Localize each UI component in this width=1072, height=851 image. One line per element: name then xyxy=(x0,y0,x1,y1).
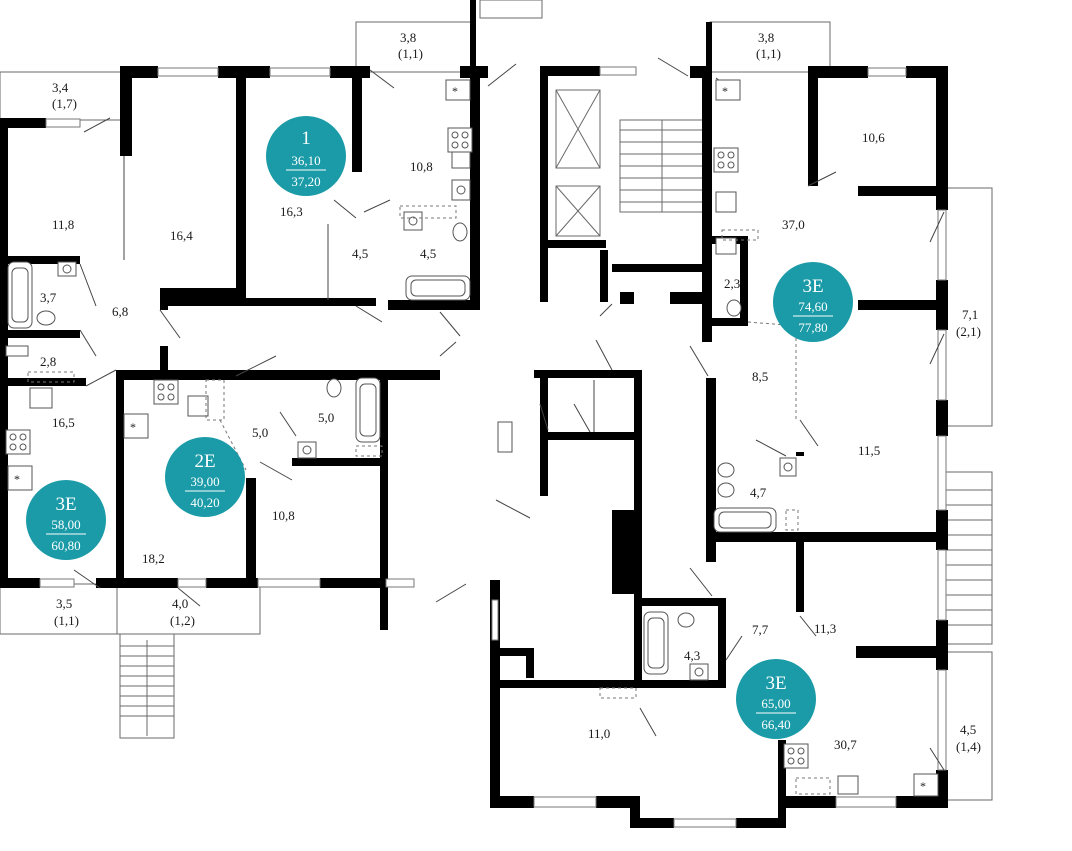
room-area: (1,1) xyxy=(756,46,781,61)
apartment-total-area: 77,80 xyxy=(798,320,827,335)
room-area: 3,7 xyxy=(40,290,57,305)
apartment-type: 3E xyxy=(802,276,823,297)
svg-text:*: * xyxy=(14,472,20,486)
room-area: (1,2) xyxy=(170,613,195,628)
room-area: 2,8 xyxy=(40,354,56,369)
room-area: 5,0 xyxy=(252,425,268,440)
room-area: 4,3 xyxy=(684,648,700,663)
apartment-living-area: 58,00 xyxy=(51,517,80,532)
room-area: 11,5 xyxy=(858,443,880,458)
svg-text:*: * xyxy=(452,84,458,98)
room-area: 18,2 xyxy=(142,551,165,566)
walls xyxy=(0,0,948,828)
ventilation-icon: * * * * * xyxy=(7,79,939,797)
apartment-living-area: 74,60 xyxy=(798,299,827,314)
room-area: (1,1) xyxy=(398,46,423,61)
room-area: 3,8 xyxy=(758,30,774,45)
room-area: 16,3 xyxy=(280,204,303,219)
svg-text:*: * xyxy=(722,84,728,98)
room-area: 5,0 xyxy=(318,410,334,425)
bathtub-icon xyxy=(7,261,777,675)
apartment-living-area: 36,10 xyxy=(291,153,320,168)
room-area: 7,7 xyxy=(752,622,769,637)
apartment-living-area: 39,00 xyxy=(190,474,219,489)
room-area: (1,4) xyxy=(956,739,981,754)
room-area: 11,3 xyxy=(814,621,836,636)
room-area: 3,4 xyxy=(52,80,69,95)
svg-text:*: * xyxy=(130,420,136,434)
room-area: 7,1 xyxy=(962,307,978,322)
room-area: 2,3 xyxy=(724,276,740,291)
room-area: 4,5 xyxy=(420,246,436,261)
room-area: (1,1) xyxy=(54,613,79,628)
apartment-badge[interactable]: 1 36,10 37,20 xyxy=(266,116,346,196)
svg-text:*: * xyxy=(920,779,926,793)
sink-icon xyxy=(5,149,859,795)
apartment-type: 3E xyxy=(55,494,76,515)
apartment-badge[interactable]: 3E 58,00 60,80 xyxy=(26,480,106,560)
room-area: 4,5 xyxy=(960,722,976,737)
room-area: 11,0 xyxy=(588,726,610,741)
apartment-total-area: 37,20 xyxy=(291,174,320,189)
room-area: (2,1) xyxy=(956,324,981,339)
windows xyxy=(39,66,947,828)
room-area: 37,0 xyxy=(782,217,805,232)
room-area: 6,8 xyxy=(112,304,128,319)
room-area: 3,8 xyxy=(400,30,416,45)
room-area: (1,7) xyxy=(52,96,77,111)
room-area: 3,5 xyxy=(56,596,72,611)
room-area: 10,8 xyxy=(272,508,295,523)
elevator-icon xyxy=(555,89,601,237)
room-area: 4,0 xyxy=(172,596,188,611)
apartment-living-area: 65,00 xyxy=(761,696,790,711)
stairwell xyxy=(619,119,707,213)
room-area: 8,5 xyxy=(752,369,768,384)
apartment-type: 1 xyxy=(301,128,311,149)
room-area: 4,5 xyxy=(352,246,368,261)
room-area: 4,7 xyxy=(750,485,767,500)
apartment-total-area: 60,80 xyxy=(51,538,80,553)
toilet-icon xyxy=(36,222,742,628)
room-area: 11,8 xyxy=(52,217,74,232)
room-area: 16,4 xyxy=(170,228,193,243)
room-labels: 3,4 (1,7) 3,8 (1,1) 3,8 (1,1) 11,8 16,4 … xyxy=(40,30,981,754)
stove-icon xyxy=(5,127,809,769)
apartment-total-area: 66,40 xyxy=(761,717,790,732)
room-area: 10,6 xyxy=(862,130,885,145)
room-area: 10,8 xyxy=(410,159,433,174)
room-area: 30,7 xyxy=(834,737,857,752)
apartment-type: 2E xyxy=(194,451,215,472)
stairs-icon xyxy=(119,471,993,739)
apartment-badge[interactable]: 2E 39,00 40,20 xyxy=(165,437,245,517)
room-area: 16,5 xyxy=(52,415,75,430)
apartment-badge[interactable]: 3E 65,00 66,40 xyxy=(736,659,816,739)
fixture-dashes xyxy=(27,205,831,795)
apartment-total-area: 40,20 xyxy=(190,495,219,510)
apartment-type: 3E xyxy=(765,673,786,694)
entrance-top xyxy=(479,0,543,19)
apartment-badge[interactable]: 3E 74,60 77,80 xyxy=(773,262,853,342)
